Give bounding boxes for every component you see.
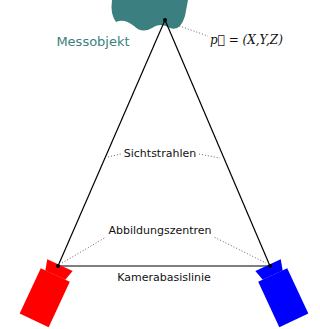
measured-object (112, 0, 189, 31)
baseline-label: Kamerabasislinie (115, 271, 213, 284)
projection-center (56, 264, 60, 268)
rays-label: Sichtstrahlen (122, 147, 198, 160)
projection-center (268, 264, 272, 268)
right-camera (254, 258, 309, 327)
point-coordinates: p⃗ = (X,Y,Z) (210, 33, 283, 47)
leader-lines (62, 22, 266, 263)
sight-rays (58, 20, 270, 266)
object-name: Messobjekt (56, 34, 129, 50)
object-point (163, 18, 167, 22)
centers-label: Abbildungszentren (106, 224, 213, 237)
left-camera (20, 258, 75, 327)
